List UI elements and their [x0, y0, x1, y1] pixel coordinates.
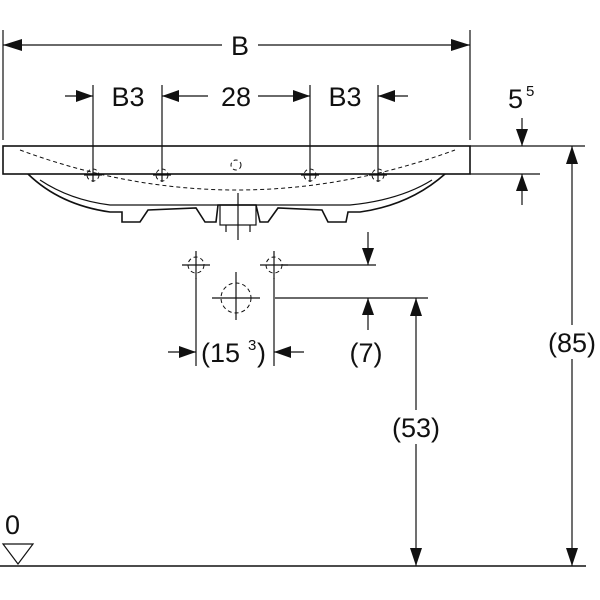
- supply-spacing-close: ): [257, 338, 266, 368]
- tap-hole-spacing-dimension: B3 28 B3: [65, 82, 408, 182]
- total-height-dimension: (85): [545, 146, 599, 566]
- center-spacing-label: 28: [221, 82, 251, 112]
- rim-thickness-superscript: 5: [526, 83, 534, 100]
- overall-width-label: B: [231, 31, 249, 61]
- washbasin-profile: [2, 145, 471, 240]
- supply-spacing-superscript: 3: [248, 337, 256, 354]
- supply-spacing-label: (15: [201, 338, 240, 368]
- rim-thickness-label: 5: [508, 84, 523, 114]
- overall-width-dimension: B: [2, 30, 471, 140]
- right-offset-label: B3: [328, 82, 361, 112]
- tap-hole-marker: [301, 168, 319, 182]
- supply-spacing-dimension: (15 3 ): [168, 278, 304, 368]
- supply-connections: [182, 232, 376, 279]
- tap-hole-marker: [84, 168, 102, 182]
- drain-outlet: (7): [212, 272, 428, 368]
- rim-thickness-dimension: 5 5: [470, 83, 585, 205]
- outlet-height-label: (53): [392, 413, 440, 443]
- floor-level-label: 0: [5, 510, 20, 540]
- total-height-label: (85): [548, 328, 596, 358]
- floor-reference: 0: [0, 510, 586, 567]
- outlet-height-dimension: (53): [390, 298, 440, 566]
- floor-level-symbol: [1, 543, 35, 565]
- tap-hole-marker: [153, 168, 171, 182]
- outlet-drop-label: (7): [350, 338, 383, 368]
- left-offset-label: B3: [111, 82, 144, 112]
- tap-hole-markers: [84, 168, 387, 182]
- tap-hole-marker: [369, 168, 387, 182]
- supply-marker-left: [182, 251, 210, 279]
